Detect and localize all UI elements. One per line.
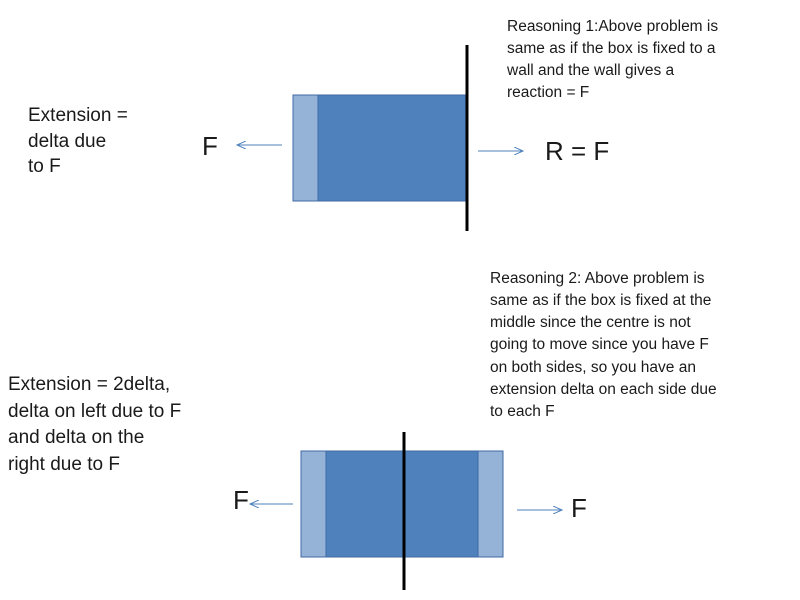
top-force-left-label: F (202, 131, 218, 161)
reasoning-2-line-5: on both sides, so you have an (490, 358, 696, 376)
reasoning-1-line-2: same as if the box is fixed to a (507, 40, 716, 57)
bottom-extension-line-1: Extension = 2delta, (8, 374, 171, 395)
reasoning-2-line-7: to each F (490, 402, 555, 420)
top-extension-line-3: to F (28, 156, 61, 178)
top-reaction-label: R = F (545, 136, 610, 166)
reasoning-2-line-2: same as if the box is fixed at the (490, 292, 712, 310)
reasoning-1-line-3: wall and the wall gives a (507, 62, 675, 79)
reasoning-1-line-1: Reasoning 1:Above problem is (507, 18, 719, 35)
bottom-extension-text: Extension = 2delta, delta on left due to… (8, 372, 181, 478)
reasoning-2-line-3: middle since the centre is not (490, 314, 691, 332)
top-extension-text: Extension = delta due to F (28, 103, 128, 180)
top-box-stretch (292, 94, 322, 202)
bottom-extension-line-4: right due to F (8, 453, 120, 475)
top-box-main (317, 94, 469, 202)
reasoning-2-text: Reasoning 2: Above problem is same as if… (490, 268, 717, 423)
bottom-force-left-label: F (233, 485, 249, 515)
bottom-extension-line-2: delta on left due to F (8, 400, 182, 422)
reasoning-2-line-6: extension delta on each side due (490, 380, 717, 398)
reasoning-2-line-1: Reasoning 2: Above problem is (490, 270, 705, 287)
top-extension-line-1: Extension = (28, 105, 128, 126)
reasoning-1-text: Reasoning 1:Above problem is same as if … (507, 16, 718, 104)
top-extension-line-2: delta due (28, 130, 107, 152)
bottom-extension-line-3: and delta on the (8, 427, 145, 449)
bottom-box-left-stretch (300, 450, 330, 558)
bottom-box-right-stretch (477, 450, 504, 558)
reasoning-2-line-4: going to move since you have F (490, 336, 709, 354)
reasoning-1-line-4: reaction = F (507, 84, 590, 101)
bottom-force-right-label: F (571, 493, 587, 523)
